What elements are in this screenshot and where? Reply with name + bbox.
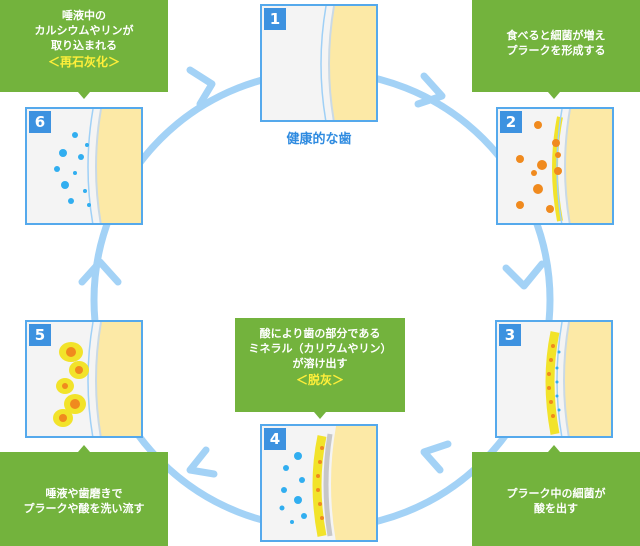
callout-6-line2: カルシウムやリンが xyxy=(34,24,134,37)
callout-6-line1: 唾液中の xyxy=(62,9,106,22)
callout-5-line2: プラークや酸を洗い流す xyxy=(23,502,145,515)
panel-step-1: 1 xyxy=(260,4,378,122)
panel-step-4: 4 xyxy=(260,424,378,542)
callout-6-stage: ＜再石灰化＞ xyxy=(47,55,120,69)
tooth-illustration-6 xyxy=(54,109,141,223)
callout-step-4: 酸により歯の部分である ミネラル（カリウムやリン） が溶け出す ＜脱灰＞ xyxy=(235,318,405,412)
callout-2-tail xyxy=(548,92,560,99)
tooth-illustration-2 xyxy=(516,109,612,223)
callout-step-6: 唾液中の カルシウムやリンが 取り込まれる ＜再石灰化＞ xyxy=(0,0,168,92)
callout-step-2: 食べると細菌が増え プラークを形成する xyxy=(472,0,640,92)
arrow-3-to-4 xyxy=(420,440,452,474)
callout-4-stage: ＜脱灰＞ xyxy=(295,373,344,387)
callout-step-3: プラーク中の細菌が 酸を出す xyxy=(472,452,640,546)
step-number-1: 1 xyxy=(264,8,286,30)
callout-5-line1: 唾液や歯磨きで xyxy=(45,487,123,500)
callout-step-5: 唾液や歯磨きで プラークや酸を洗い流す xyxy=(0,452,168,546)
callout-6-tail xyxy=(78,92,90,99)
callout-3-tail xyxy=(548,445,560,452)
arrow-4-to-5 xyxy=(186,446,218,478)
step-number-6: 6 xyxy=(29,111,51,133)
callout-4-line1: 酸により歯の部分である xyxy=(259,327,381,340)
tooth-illustration-5 xyxy=(53,322,141,436)
panel-step-6: 6 xyxy=(25,107,143,225)
tooth-illustration-1 xyxy=(320,6,376,120)
callout-3-line2: 酸を出す xyxy=(534,502,578,515)
arrow-1-to-2 xyxy=(414,72,446,108)
tooth-illustration-3 xyxy=(545,322,611,436)
tooth-illustration-4 xyxy=(279,426,376,540)
panel-step-3: 3 xyxy=(495,320,613,438)
arrow-2-to-3 xyxy=(502,260,546,290)
callout-6-line3: 取り込まれる xyxy=(51,39,117,52)
healthy-tooth-label: 健康的な歯 xyxy=(286,132,352,147)
callout-3-line1: プラーク中の細菌が xyxy=(506,487,606,500)
step-number-3: 3 xyxy=(499,324,521,346)
step-number-4: 4 xyxy=(264,428,286,450)
callout-4-line3: が溶け出す xyxy=(292,357,348,370)
callout-5-tail xyxy=(78,445,90,452)
arrow-5-to-6 xyxy=(78,258,122,286)
callout-2-line1: 食べると細菌が増え xyxy=(506,29,606,42)
callout-4-line2: ミネラル（カリウムやリン） xyxy=(248,342,392,355)
callout-2-line2: プラークを形成する xyxy=(506,44,606,57)
step-number-5: 5 xyxy=(29,324,51,346)
arrow-6-to-1 xyxy=(186,66,216,108)
panel-step-2: 2 xyxy=(496,107,614,225)
panel-step-5: 5 xyxy=(25,320,143,438)
step-number-2: 2 xyxy=(500,111,522,133)
callout-4-tail xyxy=(314,412,326,419)
